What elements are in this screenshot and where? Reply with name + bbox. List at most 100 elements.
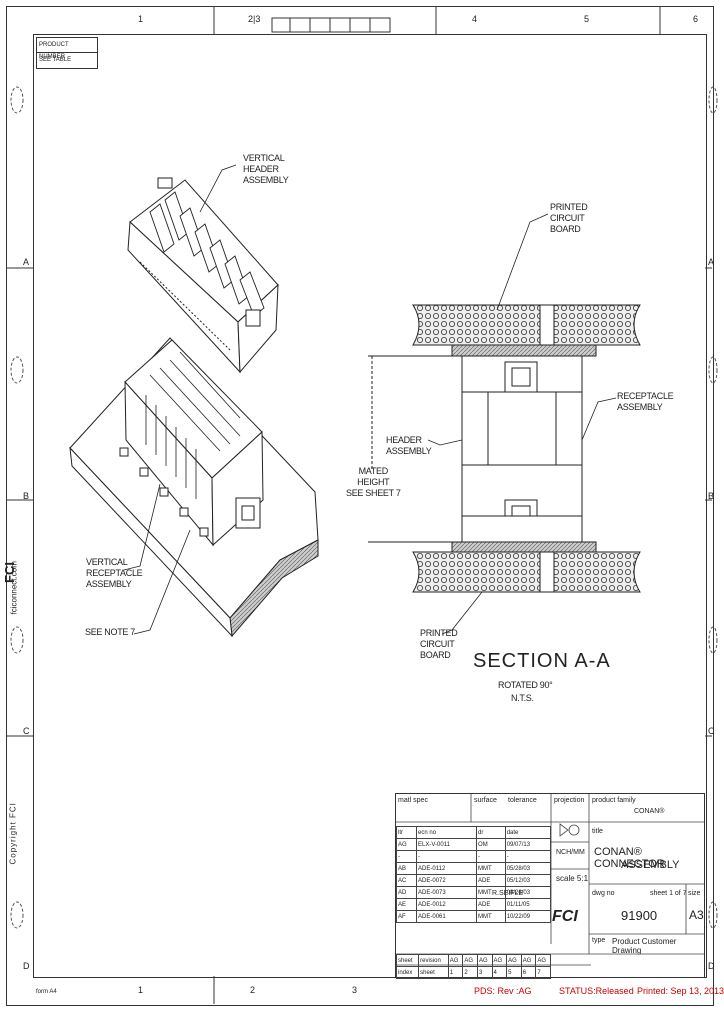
- top-zone-label: 2|3: [248, 14, 261, 24]
- cell: AG: [476, 954, 493, 967]
- fci-logo: FCI: [552, 908, 578, 925]
- product-number-label: PRODUCT NUMBER: [37, 38, 97, 60]
- product-number-box: PRODUCT NUMBER SEE TABLE: [36, 37, 98, 69]
- cell: sheet: [395, 954, 420, 967]
- cell: AC: [395, 874, 418, 887]
- tb-type-value: Product Customer Drawing: [612, 937, 677, 955]
- tb-product-family: product family: [592, 797, 636, 804]
- label-see-note: SEE NOTE 7: [85, 627, 136, 637]
- bottom-zone-3: 3: [352, 985, 358, 995]
- receptacle-assembly-drawing: [69, 337, 319, 638]
- tb-drawn: NCH/MM: [556, 849, 585, 856]
- title-block: matl spec surface tolerance projection p…: [395, 793, 705, 979]
- top-zone-4: 4: [472, 14, 478, 24]
- cell: 3: [476, 966, 493, 979]
- right-zone-a: A: [708, 257, 715, 267]
- printed-date: Printed: Sep 13, 2013: [637, 986, 724, 996]
- right-zone-d: D: [708, 961, 715, 971]
- tb-matl-spec: matl spec: [398, 797, 428, 804]
- section-view-drawing: [368, 304, 641, 593]
- tb-title-line2: ASSEMBLY: [621, 859, 680, 871]
- cell: AD: [395, 886, 418, 899]
- cell: AG: [506, 954, 522, 967]
- cell: ADE: [476, 874, 506, 887]
- top-zone-1: 1: [138, 14, 144, 24]
- cell: ADE-0112: [416, 862, 478, 875]
- cell: AG: [447, 954, 464, 967]
- tb-scale: scale 5:1: [556, 874, 589, 883]
- cell: -: [476, 850, 506, 863]
- section-nts: N.T.S.: [511, 693, 534, 703]
- cell: AE: [395, 898, 418, 911]
- section-rotated: ROTATED 90°: [498, 680, 553, 690]
- side-website: fciconnect.com: [9, 561, 19, 615]
- tb-surface: surface: [474, 797, 497, 804]
- cell: OM: [476, 838, 506, 851]
- tb-size: A3: [689, 908, 704, 922]
- cell: MMT: [476, 862, 506, 875]
- right-zone-b: B: [708, 491, 715, 501]
- cell: -: [504, 850, 552, 863]
- revision-header-row: ltr ecn no dr date: [395, 826, 552, 839]
- cell: 1: [447, 966, 464, 979]
- cell: 6: [520, 966, 537, 979]
- cell: AG: [462, 954, 478, 967]
- tb-title-label: title: [592, 828, 603, 835]
- leader-lines: [123, 164, 617, 635]
- cell: index: [395, 966, 420, 979]
- label-receptacle-assembly: RECEPTACLE ASSEMBLY: [617, 391, 674, 412]
- label-printed-circuit-top: PRINTED CIRCUIT BOARD: [550, 202, 588, 234]
- bottom-zone-2: 2: [250, 985, 256, 995]
- inner-frame: [33, 34, 707, 978]
- tb-dwg-no: 91900: [621, 908, 658, 923]
- tb-tolerance: tolerance: [508, 797, 537, 804]
- cell: ELX-V-0011: [416, 838, 478, 851]
- cell: -: [395, 850, 418, 863]
- tb-dwg-no-label: dwg no: [592, 890, 615, 897]
- rev-col-dr: dr: [476, 826, 506, 839]
- cell: -: [416, 850, 478, 863]
- left-zone-c: C: [23, 726, 30, 736]
- cell: 7: [535, 966, 551, 979]
- tb-family-value: CONAN®: [634, 808, 665, 815]
- cell: AF: [395, 910, 418, 923]
- cell: ADE-0073: [416, 886, 478, 899]
- cell: 09/07/13: [504, 838, 552, 851]
- tb-sheet-of: sheet 1 of 7: [650, 890, 687, 897]
- cell: AG: [520, 954, 537, 967]
- cell: AG: [535, 954, 551, 967]
- cell: ADE-0061: [416, 910, 478, 923]
- label-vertical-header: VERTICAL HEADER ASSEMBLY: [243, 153, 289, 185]
- cell: 5: [506, 966, 522, 979]
- cell: AB: [395, 862, 418, 875]
- bottom-zone-1: 1: [138, 985, 144, 995]
- status-released: STATUS:Released: [559, 986, 634, 996]
- cell: ADE: [476, 898, 506, 911]
- cell: sheet: [418, 966, 449, 979]
- cell: AG: [395, 838, 418, 851]
- cell: MMT: [476, 886, 506, 899]
- cell: ADE-0072: [416, 874, 478, 887]
- cell: AG: [491, 954, 508, 967]
- revision-row: ----: [395, 850, 552, 863]
- section-title: SECTION A-A: [473, 650, 611, 672]
- cell: 10/22/09: [504, 910, 552, 923]
- tb-type-label: type: [592, 937, 606, 944]
- outer-frame: [6, 6, 714, 1006]
- label-header-assembly: HEADER ASSEMBLY: [386, 435, 432, 456]
- top-ruler: [6, 6, 712, 1004]
- form-label: form A4: [36, 989, 57, 995]
- cell: 08/26/03: [504, 886, 552, 899]
- product-number-value: SEE TABLE: [39, 57, 72, 63]
- top-zone-5: 5: [584, 14, 590, 24]
- cell: ADE-0012: [416, 898, 478, 911]
- rev-col-ecn: ecn no: [416, 826, 478, 839]
- top-zone-6: 6: [693, 14, 699, 24]
